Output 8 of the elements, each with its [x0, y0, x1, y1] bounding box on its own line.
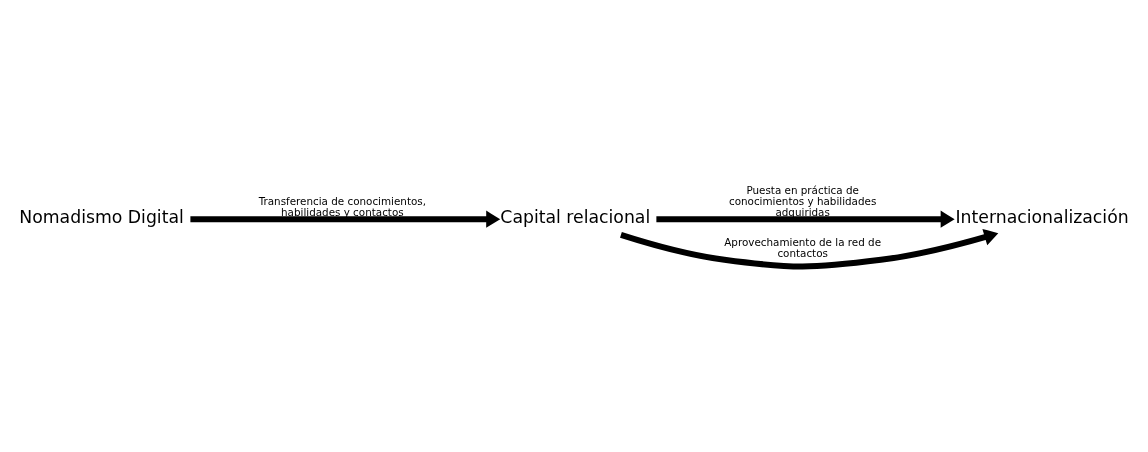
edge-label: Aprovechamiento de la red de contactos	[724, 235, 882, 259]
arrow	[190, 210, 501, 228]
arrow	[620, 228, 999, 270]
node-text: Capital relacional	[500, 207, 651, 228]
edge-label: Puesta en práctica de conocimientos y habilidades adquiridas	[728, 183, 877, 219]
node-text: Internacionalización	[955, 207, 1129, 228]
node-text: Nomadismo Digital	[19, 207, 184, 228]
arrow	[656, 210, 955, 228]
